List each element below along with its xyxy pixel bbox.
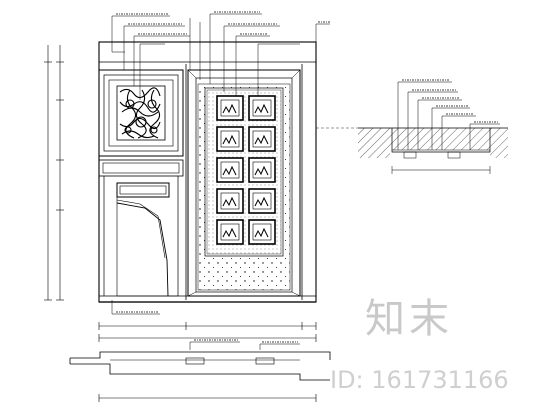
art-frame <box>248 95 276 121</box>
art-frame <box>216 188 244 214</box>
art-frame <box>248 188 276 214</box>
art-frame <box>248 219 276 245</box>
watermark-id: ID: 161731166 <box>330 366 509 394</box>
art-frame <box>216 95 244 121</box>
section-detail <box>316 127 508 174</box>
art-frames <box>216 95 276 245</box>
plan-section <box>69 339 331 402</box>
art-frame <box>248 157 276 183</box>
section-detail-leaders <box>397 81 500 150</box>
annotation-leaders <box>111 13 330 315</box>
art-frame <box>248 126 276 152</box>
bottom-dimension-chain <box>98 322 317 342</box>
art-frame <box>216 157 244 183</box>
carved-lattice-pattern <box>119 87 161 139</box>
art-frame <box>216 219 244 245</box>
display-wall-panel <box>185 64 303 300</box>
lower-door <box>98 159 184 297</box>
annotation-text-marks <box>116 11 330 313</box>
art-frame <box>216 126 244 152</box>
section-detail-text-marks <box>402 79 498 123</box>
watermark-logo: 知末 <box>365 296 453 342</box>
left-dimension-chain <box>44 45 64 301</box>
carved-screen-panel <box>98 69 184 157</box>
